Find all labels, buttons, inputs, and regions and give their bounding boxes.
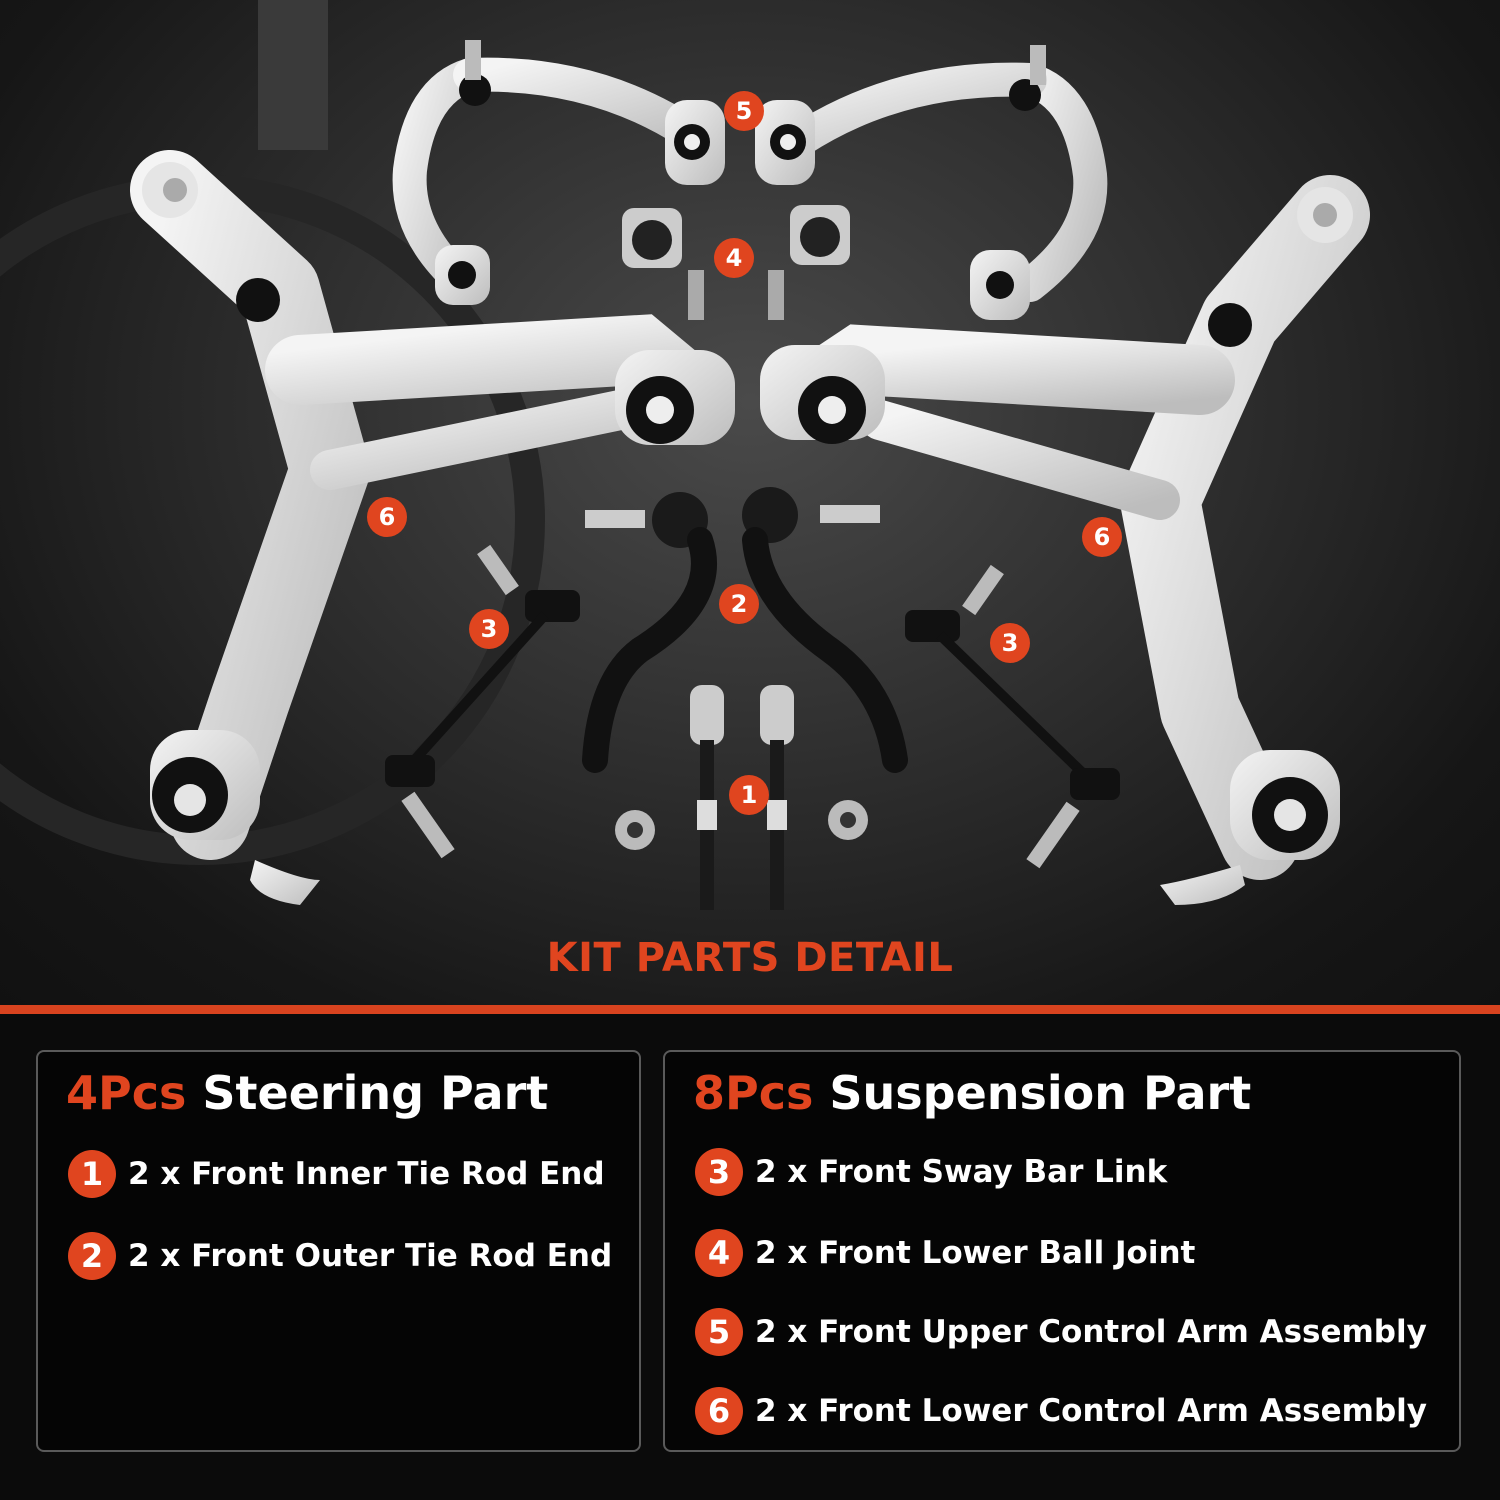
lock-washer-right-icon [828,800,868,840]
suspension-count: 8Pcs [693,1066,814,1120]
part-badge-1: 1 [729,775,769,815]
item-label: 2 x Front Lower Ball Joint [755,1235,1196,1271]
steering-item: 1 2 x Front Inner Tie Rod End [68,1150,605,1198]
item-label: 2 x Front Lower Control Arm Assembly [755,1393,1427,1429]
lock-washer-left-icon [615,810,655,850]
strut-background [258,0,328,150]
item-number-badge: 2 [68,1232,116,1280]
steering-item: 2 2 x Front Outer Tie Rod End [68,1232,612,1280]
part-badge-6-right: 6 [1082,517,1122,557]
upper-control-arm-left-icon [392,40,725,305]
sway-bar-link-left-icon [385,544,580,859]
sway-bar-link-right-icon [905,564,1120,869]
upper-control-arm-right-icon [755,45,1108,320]
part-badge-3-left: 3 [469,609,509,649]
part-badge-2: 2 [719,584,759,624]
part-badge-5: 5 [724,91,764,131]
outer-tie-rod-end-left-icon [582,492,717,773]
item-number-badge: 6 [695,1387,743,1435]
inner-tie-rod-left-icon [690,685,724,910]
item-number-badge: 1 [68,1150,116,1198]
steering-part-panel: 4Pcs Steering Part 1 2 x Front Inner Tie… [36,1050,641,1452]
item-label: 2 x Front Outer Tie Rod End [128,1238,613,1274]
suspension-item: 6 2 x Front Lower Control Arm Assembly [695,1387,1427,1435]
inner-tie-rod-right-icon [760,685,794,910]
part-badge-6-left: 6 [367,497,407,537]
steering-title: Steering Part [202,1066,549,1120]
item-label: 2 x Front Inner Tie Rod End [128,1156,605,1192]
item-number-badge: 4 [695,1229,743,1277]
suspension-item: 3 2 x Front Sway Bar Link [695,1148,1167,1196]
part-badge-4: 4 [714,238,754,278]
item-number-badge: 3 [695,1148,743,1196]
lower-control-arm-right-icon [760,175,1370,905]
item-label: 2 x Front Upper Control Arm Assembly [755,1314,1427,1350]
suspension-item: 5 2 x Front Upper Control Arm Assembly [695,1308,1427,1356]
suspension-part-panel: 8Pcs Suspension Part 3 2 x Front Sway Ba… [663,1050,1461,1452]
ball-joint-right-icon [768,205,850,320]
lower-control-arm-left-icon [130,150,735,905]
suspension-item: 4 2 x Front Lower Ball Joint [695,1229,1195,1277]
outer-tie-rod-end-right-icon [742,487,908,773]
section-divider [0,1005,1500,1014]
item-number-badge: 5 [695,1308,743,1356]
parts-illustration [0,0,1370,910]
ball-joint-left-icon [622,208,704,320]
kit-parts-title: KIT PARTS DETAIL [546,935,954,981]
part-badge-3-right: 3 [990,623,1030,663]
steering-count: 4Pcs [66,1066,187,1120]
product-photo-area: 5 4 6 6 2 3 3 1 KIT PARTS DETAIL [0,0,1500,1005]
suspension-title: Suspension Part [829,1066,1252,1120]
item-label: 2 x Front Sway Bar Link [755,1154,1168,1190]
suspension-panel-title: 8Pcs Suspension Part [693,1066,1251,1120]
steering-panel-title: 4Pcs Steering Part [66,1066,548,1120]
